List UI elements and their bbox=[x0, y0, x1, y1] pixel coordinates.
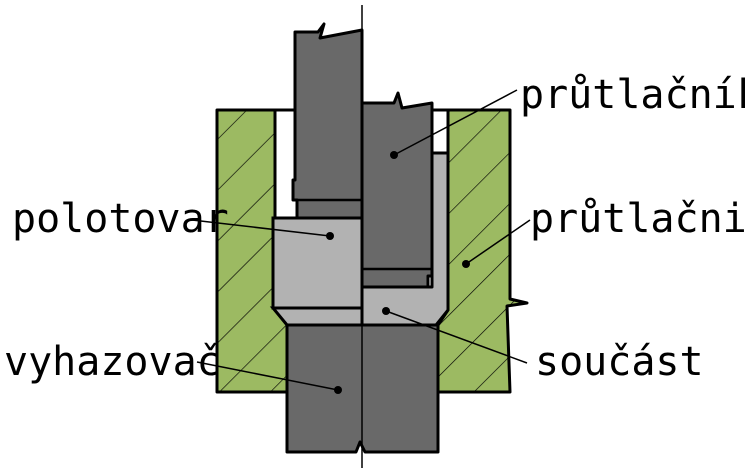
leader-punch bbox=[390, 89, 518, 159]
billet-cone bbox=[269, 306, 364, 327]
label-billet: polotovar bbox=[12, 196, 229, 242]
punch-right bbox=[360, 91, 434, 289]
label-ejector: vyhazovač bbox=[4, 339, 221, 385]
leader-ejector bbox=[196, 361, 342, 394]
leader-billet bbox=[191, 219, 334, 240]
label-part: součást bbox=[535, 339, 704, 385]
leader-die bbox=[462, 219, 531, 268]
punch-left bbox=[291, 22, 364, 220]
die-right bbox=[436, 108, 529, 394]
label-die: průtlačnice bbox=[530, 196, 745, 242]
label-punch: průtlačník bbox=[520, 72, 745, 118]
leader-part bbox=[382, 307, 528, 364]
